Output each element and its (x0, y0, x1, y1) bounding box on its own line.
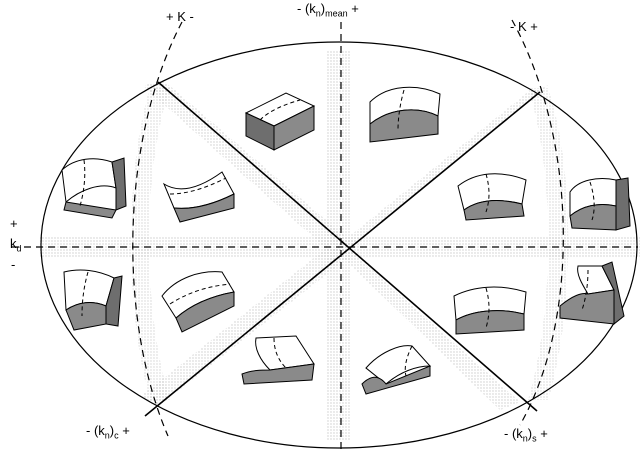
kn-s-label: - (kn)s + (504, 426, 548, 444)
k-mean-label: - (kn)mean + (297, 1, 359, 19)
dome-surface-icon (569, 177, 631, 231)
saddle-surface-icon (453, 286, 527, 335)
kn-c-label: - (kn)c + (86, 423, 130, 441)
saddle-surface-icon (61, 157, 127, 219)
valley-surface-icon (559, 261, 625, 326)
diagonal-line-left-top (157, 81, 538, 412)
valley-surface-icon (162, 171, 235, 223)
stippled-bands (40, 50, 640, 440)
saddle-surface-icon (457, 173, 527, 221)
saddle-surface-icon (241, 335, 315, 385)
K-right-label: - K + (510, 19, 538, 34)
K-curve-left (132, 21, 183, 437)
kd-plus-label: + (10, 216, 18, 231)
ridge-surface-icon (361, 345, 432, 395)
K-curve-right (511, 19, 564, 426)
ridge-surface-icon (369, 86, 441, 143)
kd-minus-label: - (11, 257, 16, 272)
ellipse-boundary (40, 41, 638, 449)
saddle-surface-icon (63, 269, 123, 331)
diagonal-line-right-top (144, 91, 541, 417)
K-left-label: + K - (166, 9, 194, 24)
saddle-surface-icon (244, 92, 316, 151)
bowl-surface-icon (161, 271, 235, 333)
kd-label: kd (10, 236, 22, 254)
